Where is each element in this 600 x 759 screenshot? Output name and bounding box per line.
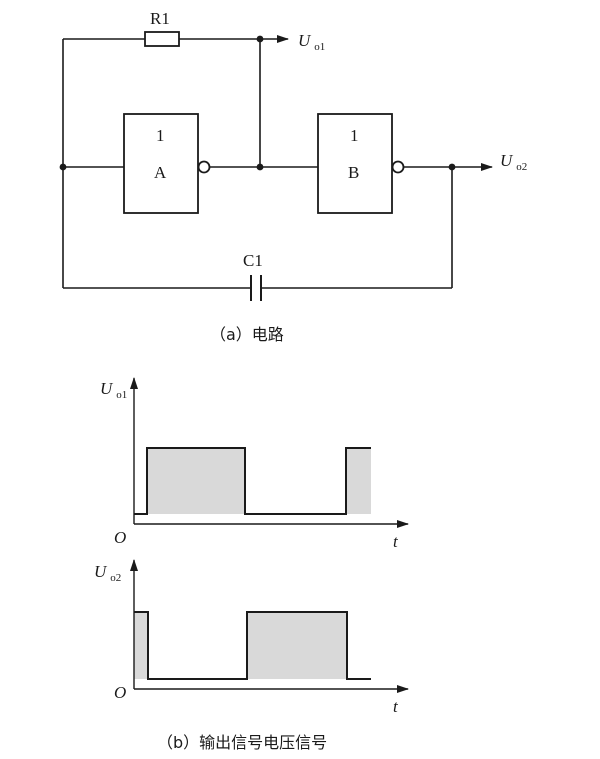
uo1-y-sub: o1 (116, 389, 127, 401)
junction-middle (256, 163, 264, 171)
uo2-high-fill-2 (247, 612, 347, 679)
output2-sub: o2 (516, 161, 527, 173)
uo1-high-fill-2 (346, 448, 371, 514)
uo2-y-main: U (94, 562, 108, 581)
gate-a (123, 113, 199, 214)
waveform-plot-uo1: U o1 O t (100, 377, 409, 551)
gate-b-inverter-bubble (391, 160, 405, 174)
circuit-caption: （a）电路 (210, 325, 284, 344)
resistor-label: R1 (150, 9, 170, 28)
uo2-waveform (134, 611, 371, 680)
output1-main: U (298, 31, 312, 50)
uo1-waveform (134, 447, 371, 515)
uo2-y-sub: o2 (110, 572, 121, 584)
waveform-plot-uo2: U o2 O t (94, 559, 409, 716)
gate-a-symbol: 1 (156, 126, 165, 145)
uo2-high-fill-1 (134, 612, 148, 679)
waveform-caption: （b）输出信号电压信号 (157, 733, 327, 752)
uo2-x-label: t (393, 697, 399, 716)
capacitor-label: C1 (243, 251, 263, 270)
uo1-origin: O (114, 528, 126, 547)
output1-label: U o1 (298, 31, 325, 53)
uo2-y-label: U o2 (94, 562, 121, 584)
uo1-x-label: t (393, 532, 399, 551)
uo2-origin: O (114, 683, 126, 702)
circuit-diagram: R1 U o1 1 A 1 B U o2 (59, 9, 527, 344)
gate-b-symbol: 1 (350, 126, 359, 145)
uo1-high-fill-1 (147, 448, 245, 514)
output2-label: U o2 (500, 151, 527, 173)
gate-b (317, 113, 393, 214)
gate-b-name: B (348, 163, 359, 182)
gate-a-name: A (154, 163, 167, 182)
uo1-y-label: U o1 (100, 379, 127, 401)
output1-sub: o1 (314, 41, 325, 53)
uo1-y-main: U (100, 379, 114, 398)
resistor-r1 (144, 31, 180, 47)
output2-main: U (500, 151, 514, 170)
gate-a-inverter-bubble (197, 160, 211, 174)
